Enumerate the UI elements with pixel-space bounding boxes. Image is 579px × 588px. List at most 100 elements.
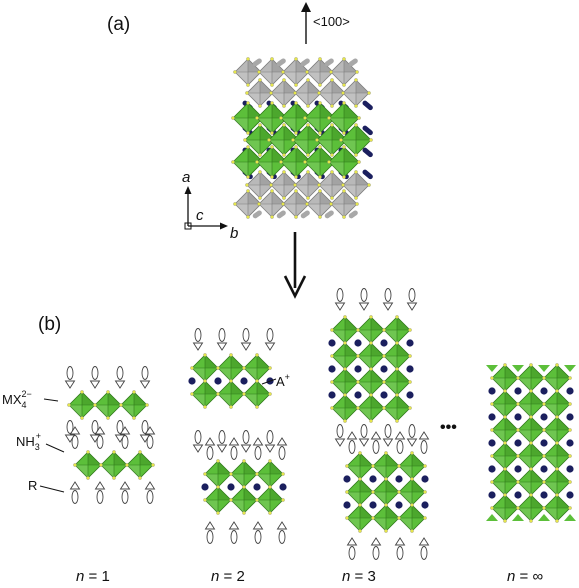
organic-cation	[216, 328, 228, 351]
rod	[362, 125, 373, 136]
a-cation-dot	[566, 439, 574, 447]
octahedron-grey	[245, 170, 275, 200]
octahedron	[516, 389, 546, 419]
organic-cation	[119, 481, 131, 504]
octahedron	[542, 389, 572, 419]
a-cation-dot	[488, 413, 496, 421]
a-cation-dot	[488, 491, 496, 499]
organic-cation	[240, 328, 252, 351]
a-cation-dot	[214, 377, 222, 385]
octahedron	[255, 459, 285, 489]
organic-cation	[346, 431, 358, 454]
a-cation-dot	[201, 483, 209, 491]
octahedron-grey	[293, 78, 323, 108]
octahedron	[242, 353, 272, 383]
a-cation-dot	[253, 483, 261, 491]
octahedron	[190, 353, 220, 383]
organic-cation	[370, 537, 382, 560]
octahedron-grey	[281, 189, 311, 219]
a-cation-dot	[328, 391, 336, 399]
octahedron-grey	[317, 78, 347, 108]
organic-cation	[382, 424, 394, 447]
edge-fragment	[486, 365, 498, 372]
octahedron	[229, 459, 259, 489]
octahedron	[327, 145, 361, 179]
edge-fragment	[538, 365, 550, 372]
rod-grey	[348, 58, 358, 67]
rod-grey	[300, 210, 310, 219]
octahedron	[303, 101, 337, 135]
octahedron	[345, 451, 375, 481]
a-cation-dot	[514, 387, 522, 395]
octahedron	[255, 145, 289, 179]
organic-cation	[358, 424, 370, 447]
a-cation-dot	[488, 465, 496, 473]
ninf-label: n = ∞	[507, 568, 543, 585]
octahedron-grey	[257, 189, 287, 219]
octahedron	[490, 467, 520, 497]
octahedron	[99, 450, 129, 480]
mx4-label: MX42−	[2, 389, 32, 410]
organic-cation	[382, 288, 394, 311]
a-cation-dot	[354, 339, 362, 347]
organic-cation	[204, 437, 216, 460]
organic-cation	[418, 537, 430, 560]
octahedron	[279, 145, 313, 179]
octahedron	[542, 415, 572, 445]
organic-cation	[94, 426, 106, 449]
octahedron	[93, 390, 123, 420]
r-label: R	[28, 478, 37, 493]
edge-fragment	[564, 365, 576, 372]
octahedron	[516, 415, 546, 445]
organic-cation	[64, 366, 76, 389]
a-cation-dot	[395, 475, 403, 483]
layered-structures	[64, 288, 576, 560]
octahedron	[73, 450, 103, 480]
organic-cation	[139, 420, 151, 443]
octahedron-grey	[269, 170, 299, 200]
octahedron	[303, 145, 337, 179]
octahedron	[371, 451, 401, 481]
a-cation-dot	[406, 339, 414, 347]
a-cation-dot	[566, 413, 574, 421]
a-cation-dot	[354, 365, 362, 373]
octahedron	[490, 493, 520, 523]
octahedron-grey	[329, 189, 359, 219]
organic-cation	[114, 366, 126, 389]
a-cation-dot	[421, 475, 429, 483]
rod-grey	[252, 58, 262, 67]
axis-a-label: a	[182, 169, 190, 186]
octahedron	[267, 123, 301, 157]
octahedron	[542, 441, 572, 471]
structure-ninf	[486, 363, 576, 523]
octahedron-grey	[341, 170, 371, 200]
octahedron	[231, 145, 265, 179]
octahedron	[397, 451, 427, 481]
octahedron	[330, 393, 360, 423]
octahedron	[542, 493, 572, 523]
n2-label: n = 2	[211, 568, 245, 585]
a-cation-dot	[540, 413, 548, 421]
a-cation-dot	[227, 483, 235, 491]
organic-cation	[89, 420, 101, 443]
a-cation-dot	[380, 391, 388, 399]
organic-cation	[358, 288, 370, 311]
edge-fragment	[564, 514, 576, 521]
direction-label: <100>	[313, 14, 350, 29]
octahedron	[216, 379, 246, 409]
rod-grey	[276, 58, 286, 67]
a-cation-dot	[488, 387, 496, 395]
nh3-label: NH3+	[16, 431, 41, 452]
rod	[362, 147, 373, 158]
octahedron	[356, 315, 386, 345]
octahedron-grey	[341, 78, 371, 108]
octahedron	[330, 341, 360, 371]
rod-grey	[276, 210, 286, 219]
rod-grey	[300, 58, 310, 67]
organic-cation	[69, 426, 81, 449]
octahedron	[382, 367, 412, 397]
a-cation-dot	[421, 501, 429, 509]
octahedron-grey	[317, 170, 347, 200]
octahedron	[216, 353, 246, 383]
organic-cation	[252, 437, 264, 460]
